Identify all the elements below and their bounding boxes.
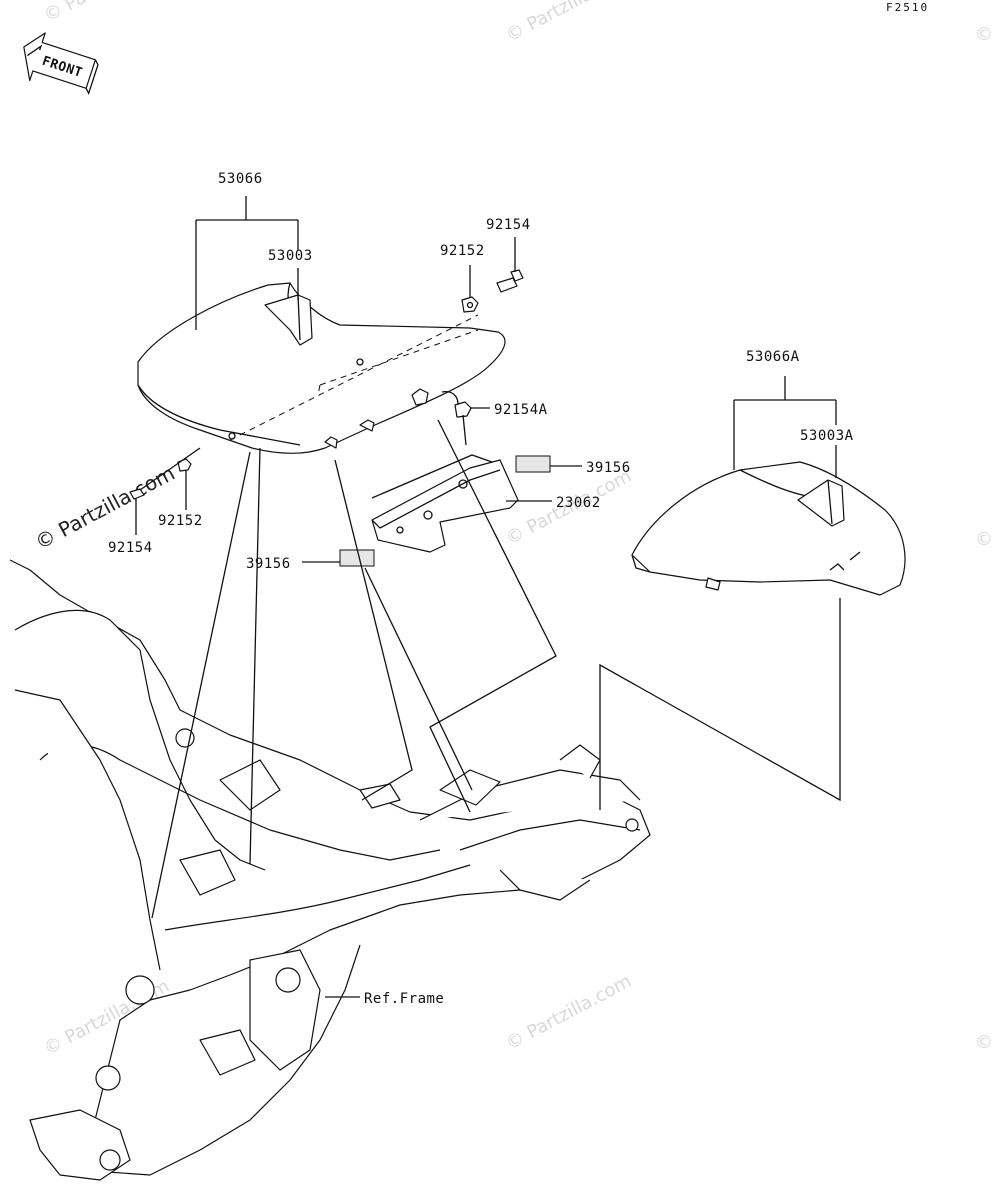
bolt-left <box>129 488 145 500</box>
callout-rear-seat-assembly: 53066A <box>746 349 800 365</box>
callout-bolt-left: 92154 <box>108 540 153 556</box>
diagram-code: F2510 <box>886 1 929 14</box>
damper-right <box>515 455 551 473</box>
watermark-copyright: © <box>975 529 993 550</box>
nut-left <box>177 458 192 472</box>
callout-nut-left: 92152 <box>158 513 203 529</box>
bolt-top <box>496 269 524 293</box>
callout-frame-ref: Ref.Frame <box>364 991 444 1007</box>
leader-bolt-axis <box>139 447 201 491</box>
watermark-copyright: © <box>975 24 993 45</box>
rear-seat <box>631 461 906 596</box>
callout-damper-right: 39156 <box>586 460 631 476</box>
leader-lines <box>135 196 841 998</box>
frame <box>9 559 651 1181</box>
damper-left <box>339 549 375 567</box>
callout-rear-seat-cover: 53003A <box>800 428 854 444</box>
watermark-strong: © Partzilla.com <box>31 461 179 555</box>
watermark: © Partzilla.com <box>40 0 173 26</box>
callout-damper-left: 39156 <box>246 556 291 572</box>
nut-top <box>461 296 479 313</box>
bolt-bracket <box>454 401 472 446</box>
front-seat <box>137 282 506 454</box>
watermark: © Partzilla.com <box>502 971 635 1055</box>
callout-nut-top: 92152 <box>440 243 485 259</box>
bracket-23062 <box>371 454 519 553</box>
callout-bolt-bracket: 92154A <box>494 402 548 418</box>
callout-bolt-top: 92154 <box>486 217 531 233</box>
callout-front-seat-assembly: 53066 <box>218 171 263 187</box>
callout-bracket: 23062 <box>556 495 601 511</box>
watermark: © Partzilla.com <box>502 0 635 46</box>
front-arrow-icon: FRONT <box>23 32 99 96</box>
watermark-copyright: © <box>975 1032 993 1053</box>
callout-front-seat-cover: 53003 <box>268 248 313 264</box>
